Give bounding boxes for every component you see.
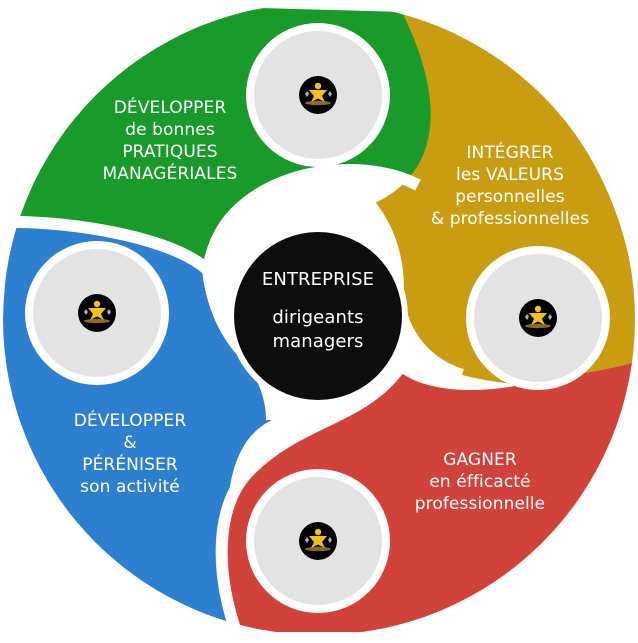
label-red-line-1: GAGNER: [443, 450, 517, 470]
label-blue-line-2: &: [123, 433, 137, 453]
label-gold-line-2: les VALEURS: [456, 165, 564, 185]
person-star-logo-icon: [299, 522, 337, 560]
hub-gold: [466, 246, 610, 390]
label-green-line-3: PRATIQUES: [122, 142, 218, 162]
center-line-2: managers: [272, 331, 364, 352]
label-gold-line-3: personnelles: [455, 187, 565, 207]
center-title: ENTREPRISE: [261, 269, 375, 290]
person-star-logo-icon: [519, 299, 557, 337]
label-green-line-1: DÉVELOPPER: [113, 98, 227, 118]
label-green-line-4: MANAGÉRIALES: [102, 164, 238, 184]
label-gold: INTÉGRER les VALEURS personnelles & prof…: [412, 142, 608, 230]
label-blue-line-3: PÉRÉNISER: [82, 455, 178, 475]
center-label: ENTREPRISE dirigeants managers: [238, 268, 398, 354]
label-blue: DÉVELOPPER & PÉRÉNISER son activité: [40, 410, 220, 498]
center-line-1: dirigeants: [272, 307, 364, 328]
hub-green: [246, 23, 390, 167]
hub-blue: [25, 241, 169, 385]
person-star-logo-icon: [299, 76, 337, 114]
label-red-line-3: professionnelle: [414, 494, 546, 514]
label-blue-line-1: DÉVELOPPER: [73, 411, 187, 431]
label-green: DÉVELOPPER de bonnes PRATIQUES MANAGÉRIA…: [70, 97, 270, 185]
label-blue-line-4: son activité: [80, 477, 180, 497]
label-red-line-2: en éfficacté: [429, 472, 531, 492]
person-star-logo-icon: [78, 294, 116, 332]
label-red: GAGNER en éfficacté professionnelle: [390, 449, 570, 515]
label-gold-line-4: & professionnelles: [430, 209, 590, 229]
label-gold-line-1: INTÉGRER: [466, 143, 554, 163]
label-green-line-2: de bonnes: [125, 120, 215, 140]
hub-red: [246, 469, 390, 613]
